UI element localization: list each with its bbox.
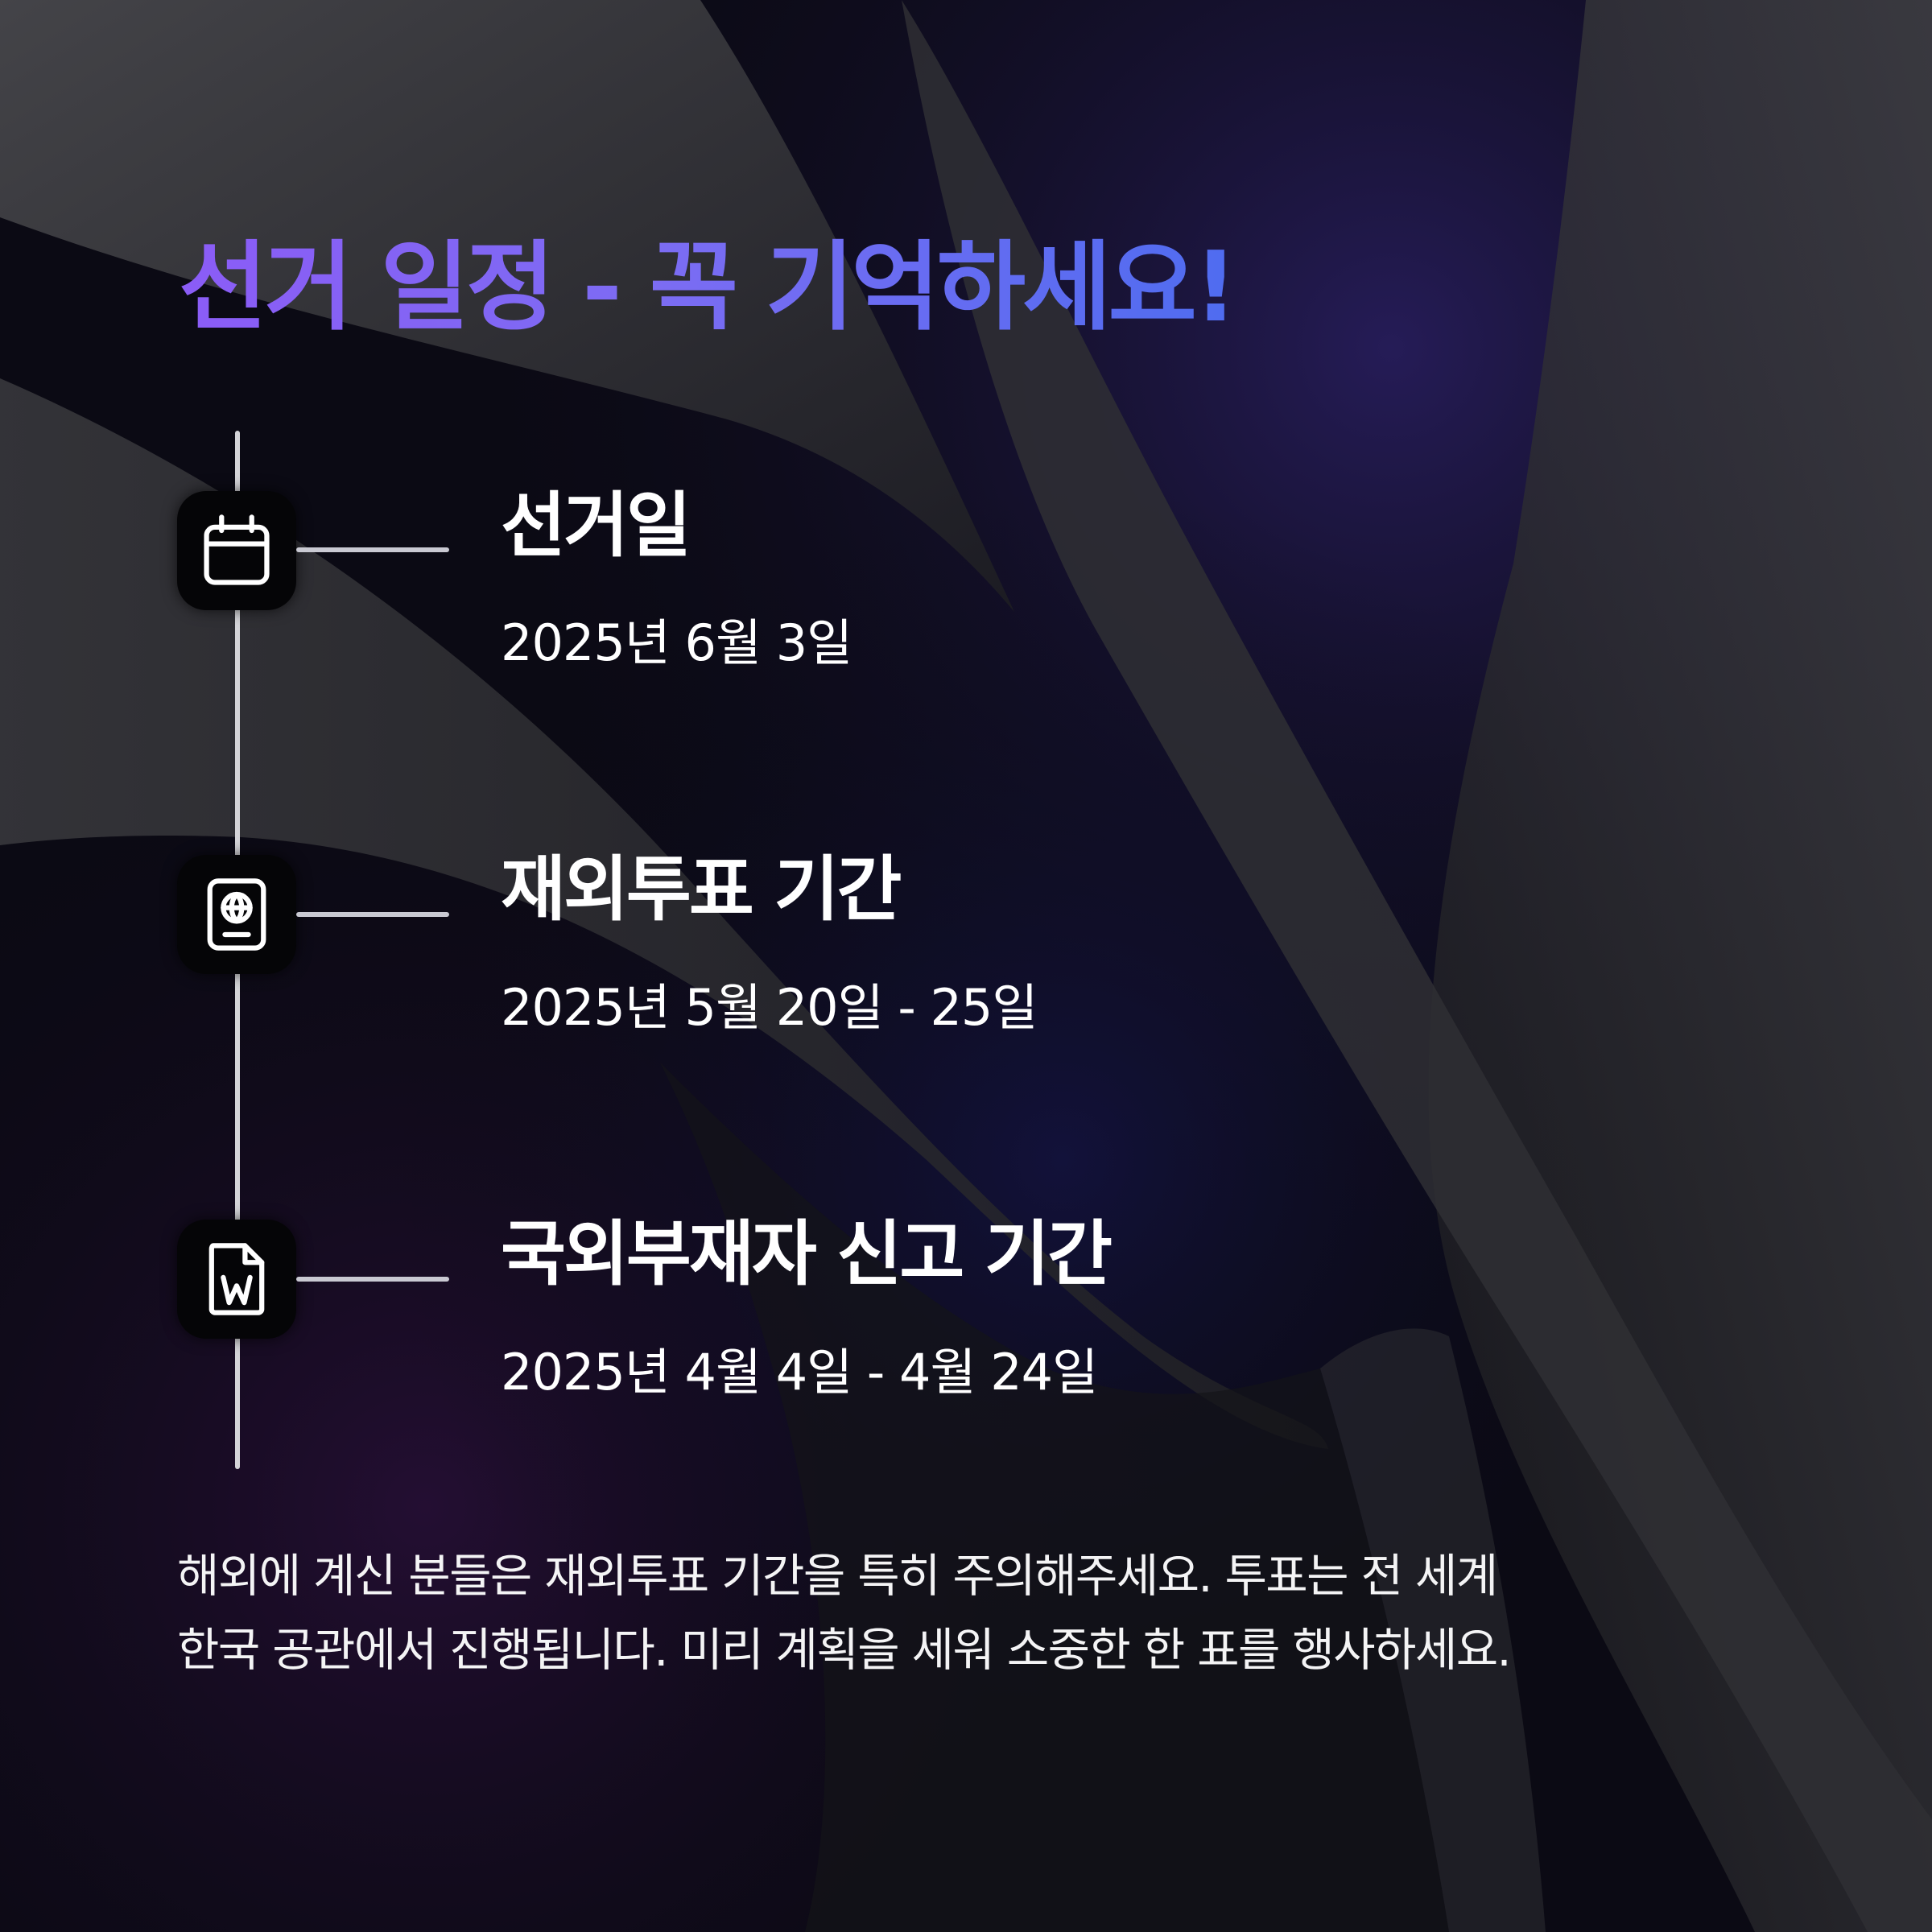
- timeline-icon-box-2: [177, 855, 296, 974]
- timeline-date-election-day: 2025년 6월 3일: [501, 613, 852, 672]
- document-w-icon: [208, 1243, 265, 1315]
- timeline-date-overseas-voting: 2025년 5월 20일 - 25일: [501, 978, 1038, 1037]
- passport-globe-icon: [207, 878, 266, 951]
- timeline-title-overseas-voting: 재외투표 기간: [501, 848, 902, 931]
- footnote: 해외에 계신 분들은 재외투표 기간을 특히 주의해주세요. 투표는 전 세계 …: [177, 1539, 1512, 1688]
- timeline-title-election-day: 선거일: [501, 484, 691, 567]
- timeline-connector-2: [296, 912, 449, 917]
- footnote-line-2: 한국 공관에서 진행됩니다. 미리 계획을 세워 소중한 한 표를 행사하세요.: [177, 1624, 1512, 1678]
- timeline-title-absentee-registration: 국외부재자 신고 기간: [501, 1212, 1113, 1295]
- footnote-line-1: 해외에 계신 분들은 재외투표 기간을 특히 주의해주세요. 투표는 전 세계: [177, 1550, 1498, 1603]
- timeline-connector-3: [296, 1277, 449, 1282]
- calendar-icon: [204, 514, 270, 585]
- headline: 선거 일정 - 꼭 기억하세요!: [179, 232, 1238, 344]
- timeline-connector-1: [296, 547, 449, 552]
- timeline-date-absentee-registration: 2025년 4월 4일 - 4월 24일: [501, 1343, 1098, 1402]
- timeline-icon-box-3: [177, 1220, 296, 1339]
- timeline-icon-box-1: [177, 491, 296, 610]
